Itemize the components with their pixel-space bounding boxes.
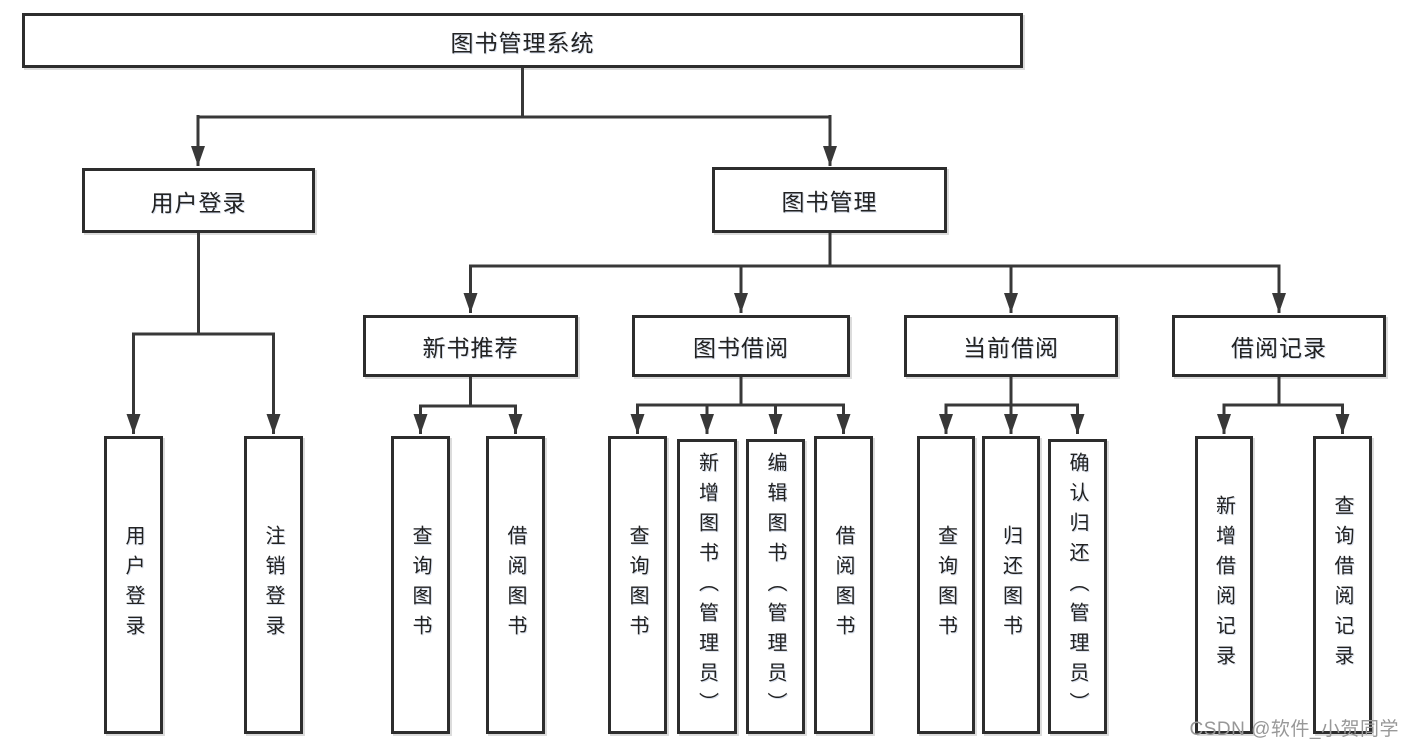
leaf-confirm-return-admin-label: 确认归还（管理员） xyxy=(1066,451,1088,722)
leaf-recommend-query-book-label: 查询图书 xyxy=(409,525,431,645)
leaf-borrow-query-book: 查询图书 xyxy=(608,436,667,734)
leaf-return-book: 归还图书 xyxy=(982,436,1040,734)
node-book-management: 图书管理 xyxy=(712,167,947,233)
leaf-borrow-query-book-label: 查询图书 xyxy=(626,525,648,645)
node-current-borrow: 当前借阅 xyxy=(904,315,1118,377)
node-library-management-system-label: 图书管理系统 xyxy=(450,29,595,56)
node-borrow-record: 借阅记录 xyxy=(1172,315,1386,377)
node-new-book-recommend: 新书推荐 xyxy=(363,315,578,377)
csdn-watermark: CSDN @软件_小贺同学 xyxy=(1189,719,1399,740)
leaf-logout-label: 注销登录 xyxy=(262,525,284,645)
leaf-current-query-book: 查询图书 xyxy=(917,436,975,734)
node-book-borrow-label: 图书借阅 xyxy=(693,335,789,361)
leaf-add-borrow-record-label: 新增借阅记录 xyxy=(1212,495,1235,675)
leaf-borrow-book-label: 借阅图书 xyxy=(832,525,854,645)
leaf-add-book-admin-label: 新增图书（管理员） xyxy=(695,451,718,722)
leaf-return-book-label: 归还图书 xyxy=(999,525,1022,645)
leaf-edit-book-admin: 编辑图书（管理员） xyxy=(746,439,805,734)
leaf-recommend-query-book: 查询图书 xyxy=(391,436,450,734)
node-user-login-label: 用户登录 xyxy=(150,189,247,216)
node-user-login: 用户登录 xyxy=(82,168,315,233)
node-book-borrow: 图书借阅 xyxy=(632,315,850,377)
leaf-user-login: 用户登录 xyxy=(104,436,163,734)
leaf-recommend-borrow-book: 借阅图书 xyxy=(486,436,545,734)
leaf-add-book-admin: 新增图书（管理员） xyxy=(677,439,737,734)
leaf-query-borrow-record: 查询借阅记录 xyxy=(1313,436,1372,734)
node-new-book-recommend-label: 新书推荐 xyxy=(422,335,519,361)
leaf-query-borrow-record-label: 查询借阅记录 xyxy=(1331,495,1353,675)
leaf-user-login-label: 用户登录 xyxy=(122,525,144,645)
node-book-management-label: 图书管理 xyxy=(781,189,878,215)
node-library-management-system: 图书管理系统 xyxy=(22,13,1023,68)
leaf-confirm-return-admin: 确认归还（管理员） xyxy=(1048,439,1107,734)
leaf-edit-book-admin-label: 编辑图书（管理员） xyxy=(764,451,786,722)
node-borrow-record-label: 借阅记录 xyxy=(1231,335,1327,361)
leaf-logout: 注销登录 xyxy=(244,436,303,734)
leaf-add-borrow-record: 新增借阅记录 xyxy=(1195,436,1253,734)
leaf-recommend-borrow-book-label: 借阅图书 xyxy=(504,525,526,645)
leaf-current-query-book-label: 查询图书 xyxy=(934,525,957,645)
node-current-borrow-label: 当前借阅 xyxy=(963,335,1059,361)
leaf-borrow-book: 借阅图书 xyxy=(814,436,873,734)
